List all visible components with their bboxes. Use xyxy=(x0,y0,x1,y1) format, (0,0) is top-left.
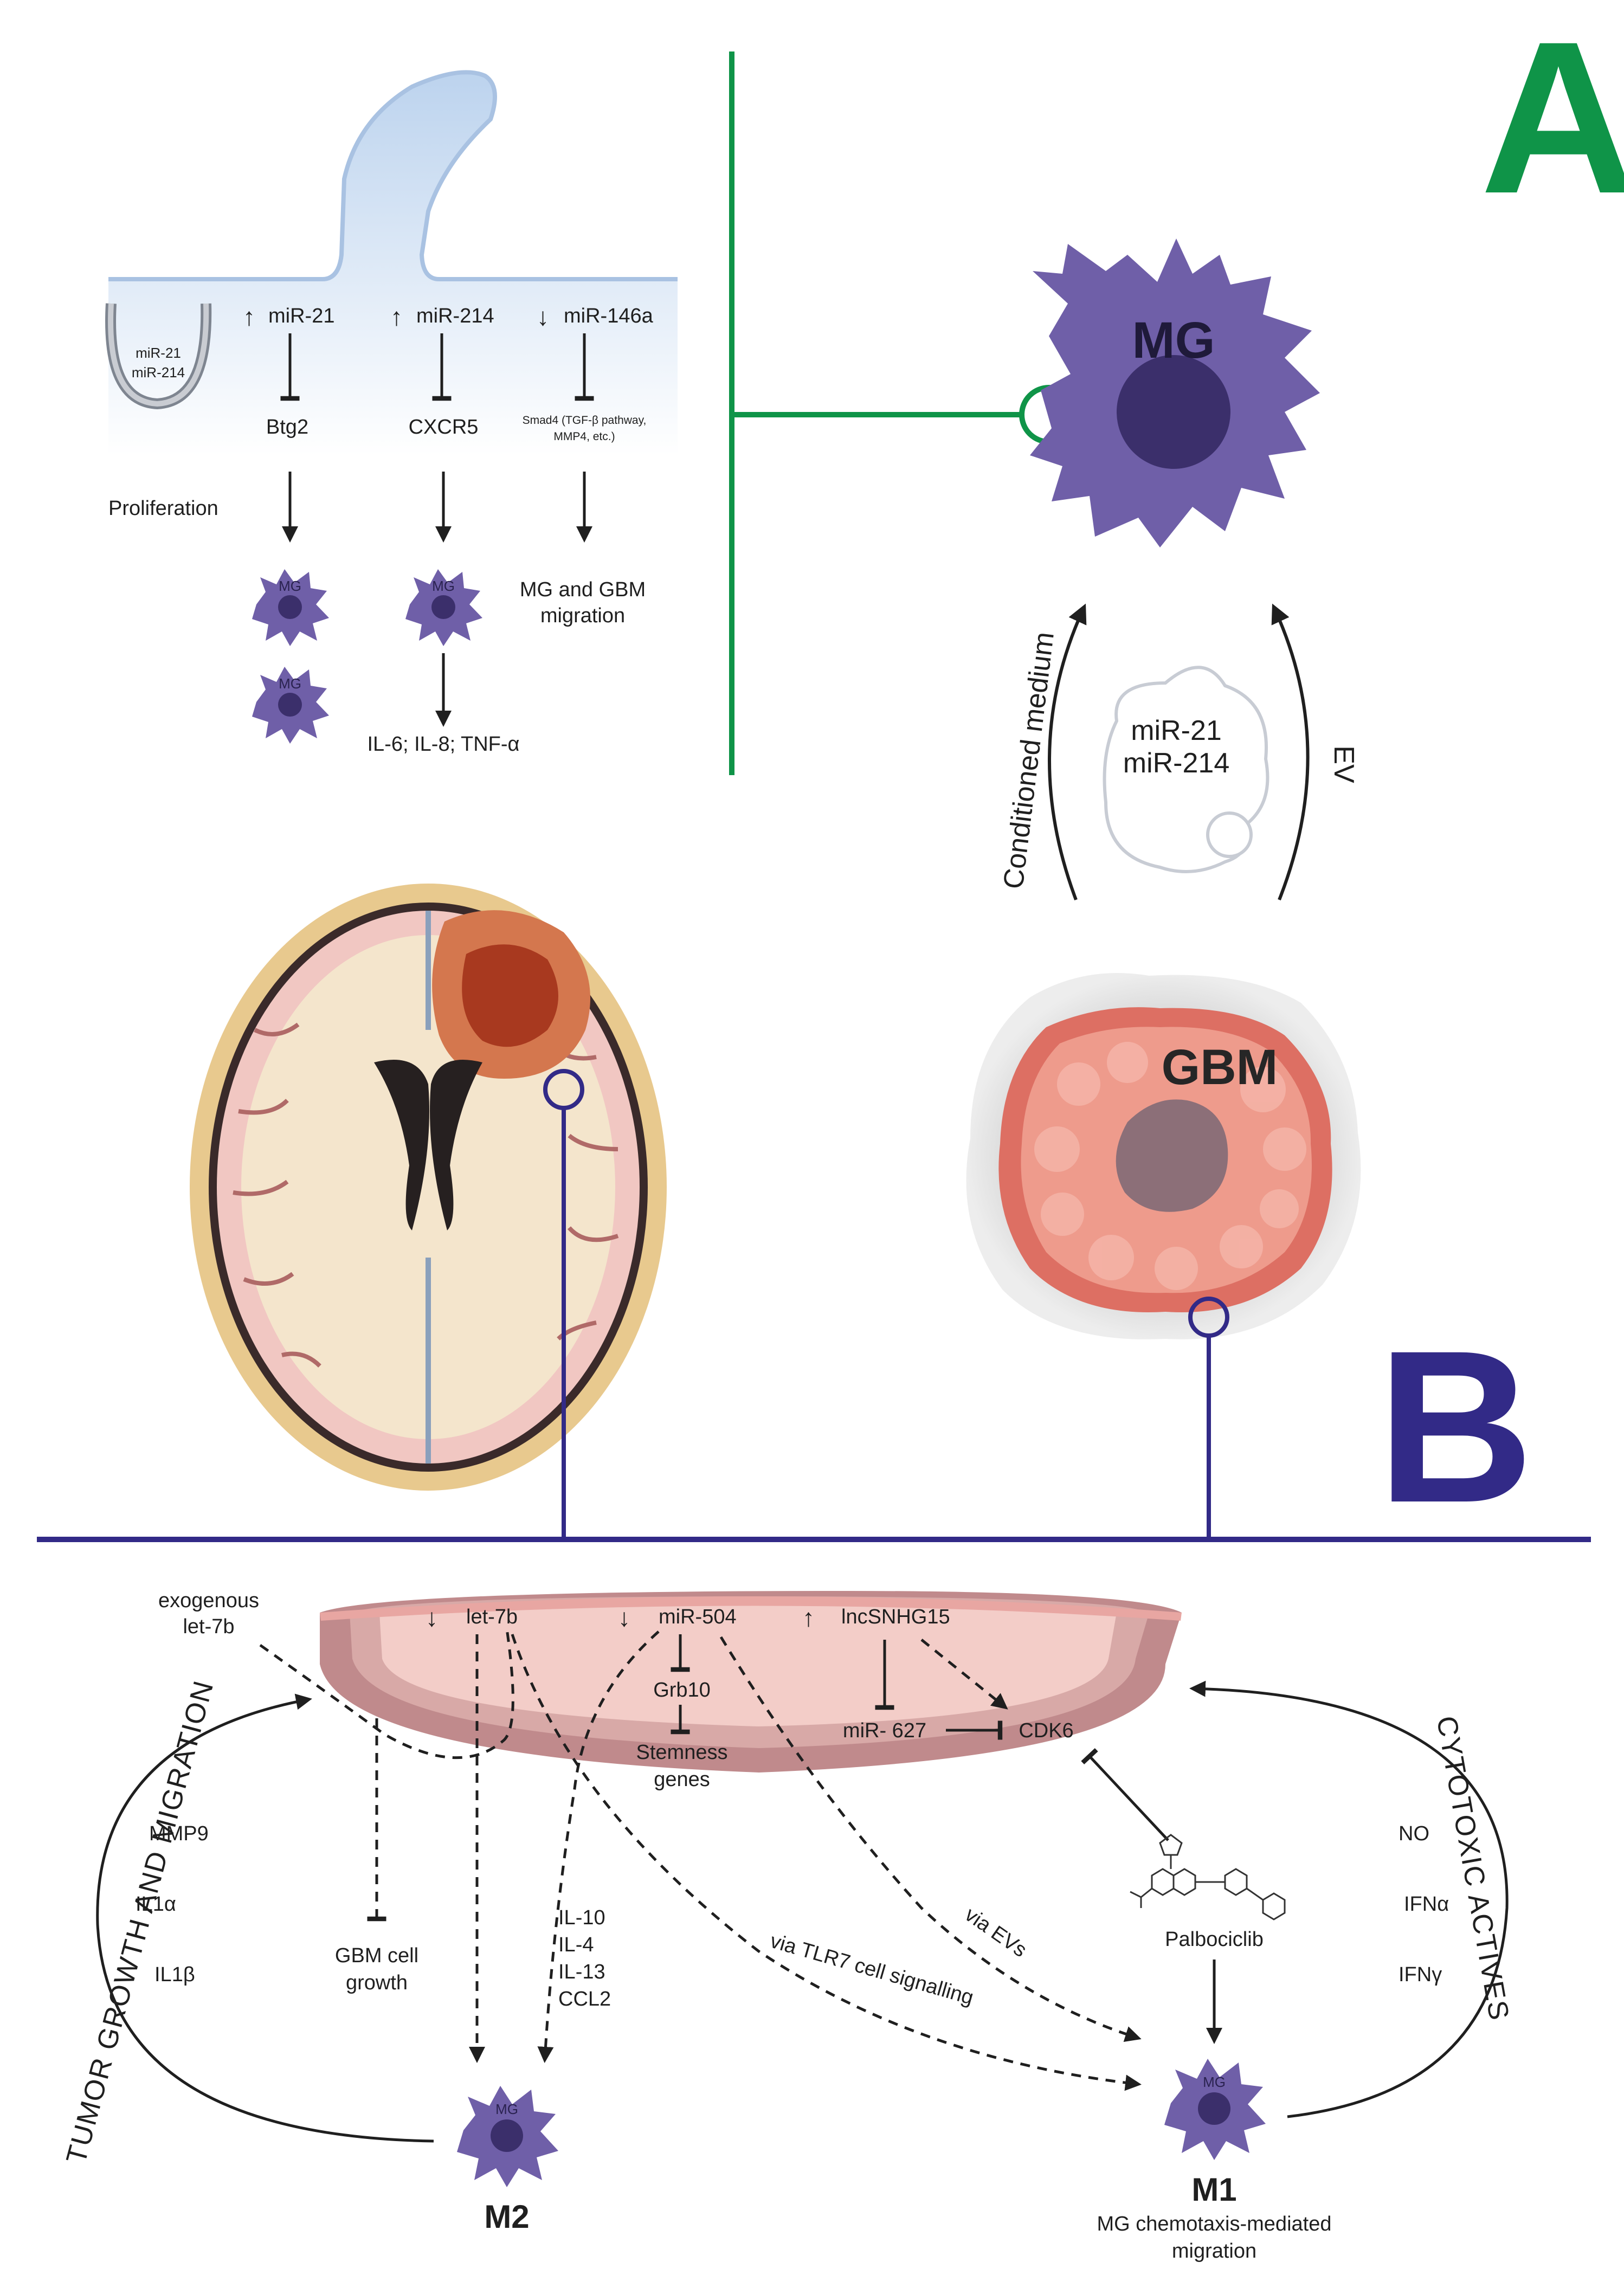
m2-cytokine-4: CCL2 xyxy=(558,1988,611,2010)
exogenous-label: exogenous xyxy=(158,1589,259,1612)
left-arc-label: TUMOR GROWTH AND MIGRATION xyxy=(60,1677,220,2167)
m2-label: M2 xyxy=(484,2199,529,2235)
mg-label-large: MG xyxy=(1132,312,1215,369)
gbm-growth-label-2: growth xyxy=(346,1971,408,1994)
vesicle-cargo-2: miR-214 xyxy=(132,364,185,381)
up-arrow-icon: ↑ xyxy=(243,302,255,331)
up-arrow-icon: ↑ xyxy=(802,1603,815,1632)
ev-arrow xyxy=(1271,603,1310,901)
cell-membrane xyxy=(108,72,678,456)
mg-label: MG xyxy=(432,578,455,594)
palbociclib-structure xyxy=(1130,1834,1286,1920)
extracellular-vesicle: miR-21 miR-214 xyxy=(1103,666,1269,873)
mg-label: MG xyxy=(279,578,301,594)
stemness-label: Stemness xyxy=(636,1741,728,1764)
down-arrow-icon: ↓ xyxy=(537,302,549,331)
m1-caption-2: migration xyxy=(1172,2240,1256,2263)
mg-label: MG xyxy=(495,2101,518,2117)
palbociclib-label: Palbociclib xyxy=(1165,1928,1264,1951)
conditioned-medium-arrow xyxy=(1048,603,1087,901)
vesicle-cargo-1: miR-21 xyxy=(136,345,181,361)
cytotoxic-arc xyxy=(1189,1680,1509,2118)
microglia-small: MG xyxy=(252,569,329,646)
microglia-large: MG xyxy=(1030,239,1320,547)
m2-cytokine-1: IL-10 xyxy=(558,1906,605,1929)
m1-caption: MG chemotaxis-mediated xyxy=(1097,2213,1332,2235)
microglia-small: MG xyxy=(252,667,329,744)
mir504-to-m2 xyxy=(537,1630,660,2063)
mg-label: MG xyxy=(1203,2074,1226,2090)
palbociclib-inhibit xyxy=(1081,1748,1169,1841)
membrane-dish-inner xyxy=(379,1602,1117,1726)
migration-label: MG and GBM xyxy=(520,578,646,601)
proliferation-label: Proliferation xyxy=(108,497,218,520)
target-smad4-2: MMP4, etc.) xyxy=(553,430,615,443)
panel-b: B exogenous let-7b ↓ let-7b ↓ miR-504 ↑ … xyxy=(34,1305,1594,2285)
m2-cytokine-3: IL-13 xyxy=(558,1961,605,1983)
mirna-mir21: miR-21 xyxy=(268,305,334,327)
m2-cytokine-2: IL-4 xyxy=(558,1933,594,1956)
brain-section xyxy=(190,884,667,1491)
right-arc-label: CYTOTOXIC ACTIVES xyxy=(1430,1714,1515,2023)
mirna-mir146a: miR-146a xyxy=(564,305,654,327)
gbm-cell: GBM xyxy=(966,973,1361,1339)
target-cxcr5: CXCR5 xyxy=(409,416,479,439)
mirna-mir504: miR-504 xyxy=(659,1606,737,1628)
gbm-label: GBM xyxy=(1162,1040,1278,1095)
panel-b-letter: B xyxy=(1377,1305,1534,1548)
via-evs-label: via EVs xyxy=(961,1903,1031,1962)
down-arrow-icon: ↓ xyxy=(426,1603,438,1632)
m1-label: M1 xyxy=(1191,2171,1236,2208)
cytokines-label: IL-6; IL-8; TNF-α xyxy=(368,733,520,756)
up-arrow-icon: ↑ xyxy=(390,302,403,331)
target-smad4: Smad4 (TGF-β pathway, xyxy=(523,414,647,427)
exogenous-uptake-arrow xyxy=(259,1628,514,1759)
factor-il1a: IL1α xyxy=(136,1893,176,1916)
factor-no: NO xyxy=(1399,1822,1429,1845)
via-tlr7-label: via TLR7 cell signalling xyxy=(768,1930,976,2009)
down-arrow-icon: ↓ xyxy=(618,1603,630,1632)
factor-il1b: IL1β xyxy=(154,1963,195,1986)
stemness-label-2: genes xyxy=(654,1768,710,1791)
mirna-let7b: let-7b xyxy=(466,1606,518,1628)
ev-label: EV xyxy=(1328,745,1359,783)
mirna-lncsnhg15: lncSNHG15 xyxy=(841,1606,950,1628)
panel-a: A miR-21 miR-214 ↑ miR-21 ↑ miR-214 ↓ mi… xyxy=(54,0,1624,778)
factor-mmp9: MMP9 xyxy=(149,1822,209,1845)
microglia-small: MG xyxy=(405,569,482,646)
cdk6-label: CDK6 xyxy=(1019,1719,1073,1742)
gbm-growth-label: GBM cell xyxy=(335,1944,418,1967)
ev-cargo-1: miR-21 xyxy=(1131,715,1222,746)
target-btg2: Btg2 xyxy=(266,416,308,439)
grb10-label: Grb10 xyxy=(653,1679,711,1702)
migration-label-2: migration xyxy=(540,604,625,627)
microglia-m1: MG xyxy=(1164,2059,1266,2160)
exosome-vesicle: miR-21 miR-214 xyxy=(105,303,212,410)
activation-arrow xyxy=(920,1639,1008,1710)
factor-ifna: IFNα xyxy=(1404,1893,1449,1916)
membrane-line xyxy=(108,70,678,281)
panel-a-letter: A xyxy=(1480,0,1624,239)
factor-ifng: IFNγ xyxy=(1399,1963,1442,1986)
evs-arrow xyxy=(719,1636,1142,2042)
tumor-growth-arc xyxy=(96,1693,434,2143)
microglia-m2: MG xyxy=(457,2086,558,2187)
mirna-mir214: miR-214 xyxy=(416,305,494,327)
mg-label: MG xyxy=(279,675,301,692)
tlr7-arrow xyxy=(511,1634,1142,2091)
exogenous-label-2: let-7b xyxy=(183,1615,234,1638)
mir627-label: miR- 627 xyxy=(843,1719,926,1742)
ev-cargo-2: miR-214 xyxy=(1123,747,1230,779)
